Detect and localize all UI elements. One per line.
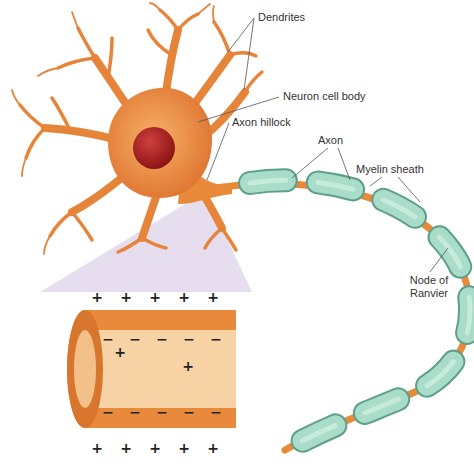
charge-sign: − [102,405,114,419]
leader-lines [198,18,448,272]
part-label: Axon [318,134,343,147]
charge-sign: − [210,332,222,346]
charge-sign: − [156,405,168,419]
charge-sign: + [182,359,194,373]
charge-sign: + [114,345,126,359]
charge-sign: − [102,332,114,346]
myelin-sheath [250,180,470,450]
charge-sign: − [129,332,141,346]
charge-sign: − [183,332,195,346]
axon [205,184,470,450]
part-label: Myelin sheath [356,163,424,176]
nucleus [133,127,175,169]
membrane-cut-inner [74,330,96,408]
charge-sign: + [149,441,161,455]
charge-sign: − [183,405,195,419]
charge-sign: + [178,441,190,455]
cell-body [108,88,212,198]
part-label: Node of Ranvier [396,274,462,300]
charge-sign: − [129,405,141,419]
dendrites [12,3,262,254]
charge-sign: + [120,441,132,455]
charge-sign: + [120,290,132,304]
charge-sign: + [178,290,190,304]
charge-sign: − [156,332,168,346]
zoom-wedge [40,192,252,292]
myelin-sheath [250,180,470,450]
membrane-cut [67,310,103,428]
charge-sign: − [210,405,222,419]
part-label: Dendrites [258,11,305,24]
part-label: Neuron cell body [283,90,366,103]
charge-sign: + [91,290,103,304]
part-label: Axon hillock [232,116,291,129]
charge-sign: + [207,441,219,455]
charge-sign: + [207,290,219,304]
membrane-inset [67,310,236,428]
myelin-highlight [250,180,470,450]
charge-sign: + [149,290,161,304]
charge-sign: + [91,441,103,455]
